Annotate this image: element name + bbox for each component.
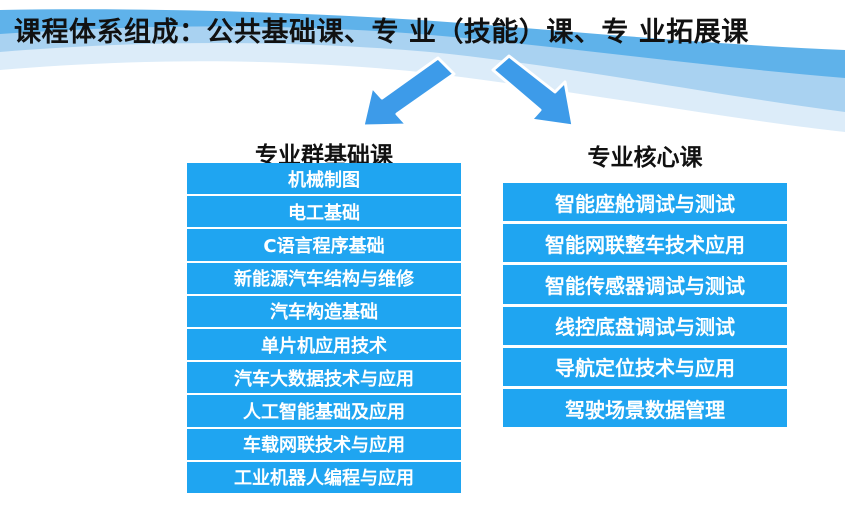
core-course-box: 驾驶场景数据管理 xyxy=(503,388,787,431)
course-box: 单片机应用技术 xyxy=(187,328,461,363)
course-box: 机械制图 xyxy=(187,163,461,197)
right-column-heading: 专业核心课 xyxy=(587,145,703,171)
left-course-list: 机械制图 电工基础 C语言程序基础 新能源汽车结构与维修 汽车构造基础 单片机应… xyxy=(187,163,461,495)
core-course-box: 智能网联整车技术应用 xyxy=(503,224,787,266)
course-box: 人工智能基础及应用 xyxy=(187,395,461,429)
core-course-box: 线控底盘调试与测试 xyxy=(503,306,787,348)
course-box: 汽车构造基础 xyxy=(187,295,461,329)
arrow-left-icon xyxy=(361,56,456,128)
course-box: 汽车大数据技术与应用 xyxy=(187,362,461,396)
wave-top-white xyxy=(0,0,845,50)
course-box: 车载网联技术与应用 xyxy=(187,428,461,462)
page-title: 课程体系组成：公共基础课、专 业（技能）课、专 业拓展课 xyxy=(14,17,749,48)
arrow-right-icon xyxy=(491,54,575,128)
right-course-list: 智能座舱调试与测试 智能网联整车技术应用 智能传感器调试与测试 线控底盘调试与测… xyxy=(503,183,787,431)
core-course-box: 智能传感器调试与测试 xyxy=(503,265,787,307)
course-box: 电工基础 xyxy=(187,196,461,230)
core-course-box: 智能座舱调试与测试 xyxy=(503,183,787,225)
course-box: 新能源汽车结构与维修 xyxy=(187,262,461,296)
course-box: C语言程序基础 xyxy=(187,229,461,263)
core-course-box: 导航定位技术与应用 xyxy=(503,347,787,389)
header-wave-background xyxy=(0,0,845,132)
course-box: 工业机器人编程与应用 xyxy=(187,461,461,495)
